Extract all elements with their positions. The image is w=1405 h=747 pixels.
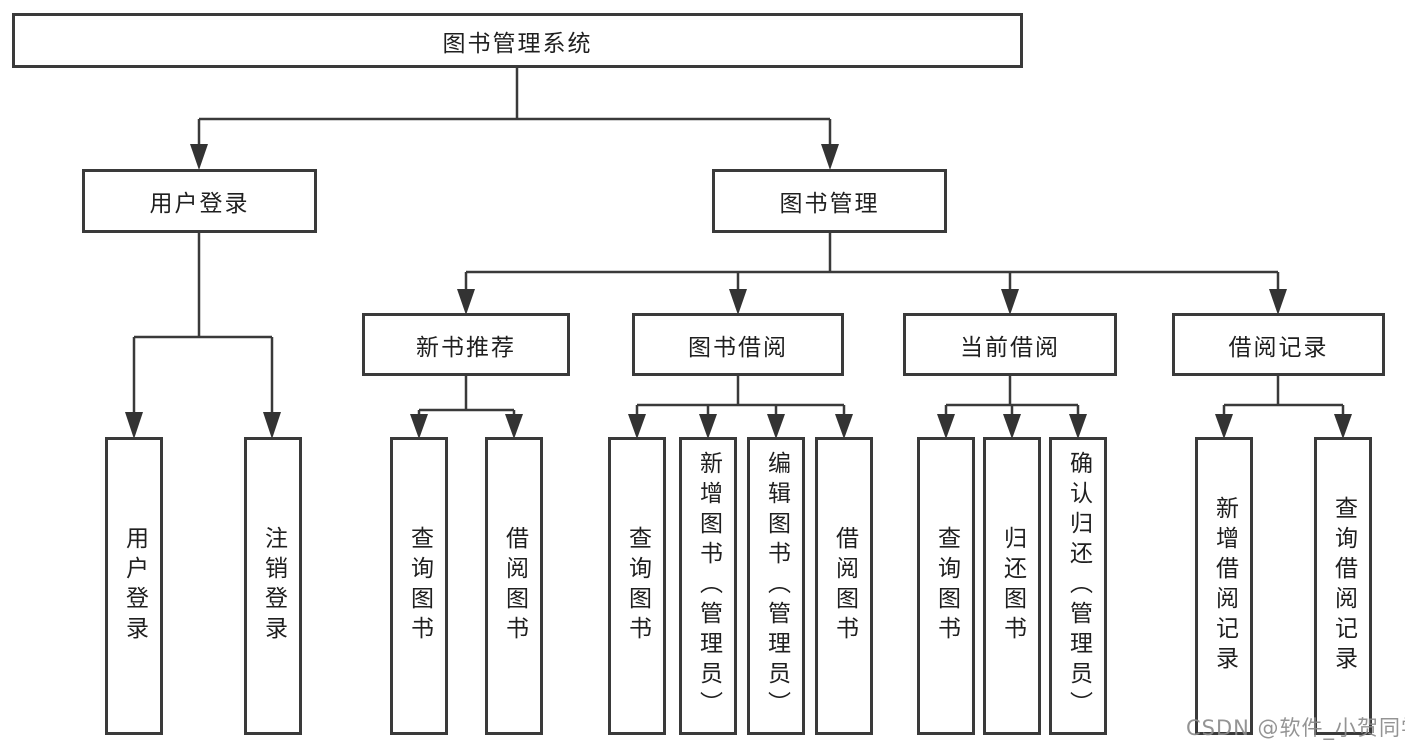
leaf-query-books-borrow-label: 查询图书 — [624, 526, 651, 646]
node-user-login: 用户登录 — [82, 169, 317, 233]
leaf-borrow-books-label: 借阅图书 — [831, 526, 858, 646]
leaf-add-books-admin-label: 新增图书（管理员） — [695, 451, 722, 721]
node-library-management-system: 图书管理系统 — [12, 13, 1023, 68]
leaf-add-books-admin: 新增图书（管理员） — [679, 437, 737, 735]
leaf-logout-label: 注销登录 — [260, 526, 287, 646]
leaf-query-books-borrow: 查询图书 — [608, 437, 666, 735]
leaf-query-borrow-record: 查询借阅记录 — [1314, 437, 1372, 735]
node-book-management: 图书管理 — [712, 169, 947, 233]
leaf-confirm-return-admin: 确认归还（管理员） — [1049, 437, 1107, 735]
leaf-confirm-return-admin-label: 确认归还（管理员） — [1065, 451, 1092, 721]
leaf-query-books-recommend-label: 查询图书 — [406, 526, 433, 646]
leaf-add-borrow-record-label: 新增借阅记录 — [1211, 496, 1238, 676]
leaf-add-borrow-record: 新增借阅记录 — [1195, 437, 1253, 735]
leaf-borrow-books: 借阅图书 — [815, 437, 873, 735]
leaf-query-books-recommend: 查询图书 — [390, 437, 448, 735]
csdn-watermark: CSDN @软件_小贺同学 — [1186, 716, 1405, 740]
leaf-return-books: 归还图书 — [983, 437, 1041, 735]
leaf-user-login-label: 用户登录 — [121, 526, 148, 646]
node-book-borrow: 图书借阅 — [632, 313, 844, 376]
leaf-query-books-current: 查询图书 — [917, 437, 975, 735]
leaf-borrow-books-recommend: 借阅图书 — [485, 437, 543, 735]
node-borrow-records: 借阅记录 — [1172, 313, 1385, 376]
leaf-query-borrow-record-label: 查询借阅记录 — [1330, 496, 1357, 676]
leaf-return-books-label: 归还图书 — [999, 526, 1026, 646]
leaf-edit-books-admin-label: 编辑图书（管理员） — [763, 451, 790, 721]
node-new-book-recommend: 新书推荐 — [362, 313, 570, 376]
leaf-edit-books-admin: 编辑图书（管理员） — [747, 437, 805, 735]
leaf-logout: 注销登录 — [244, 437, 302, 735]
leaf-borrow-books-recommend-label: 借阅图书 — [501, 526, 528, 646]
leaf-user-login: 用户登录 — [105, 437, 163, 735]
leaf-query-books-current-label: 查询图书 — [933, 526, 960, 646]
node-current-borrow: 当前借阅 — [903, 313, 1117, 376]
